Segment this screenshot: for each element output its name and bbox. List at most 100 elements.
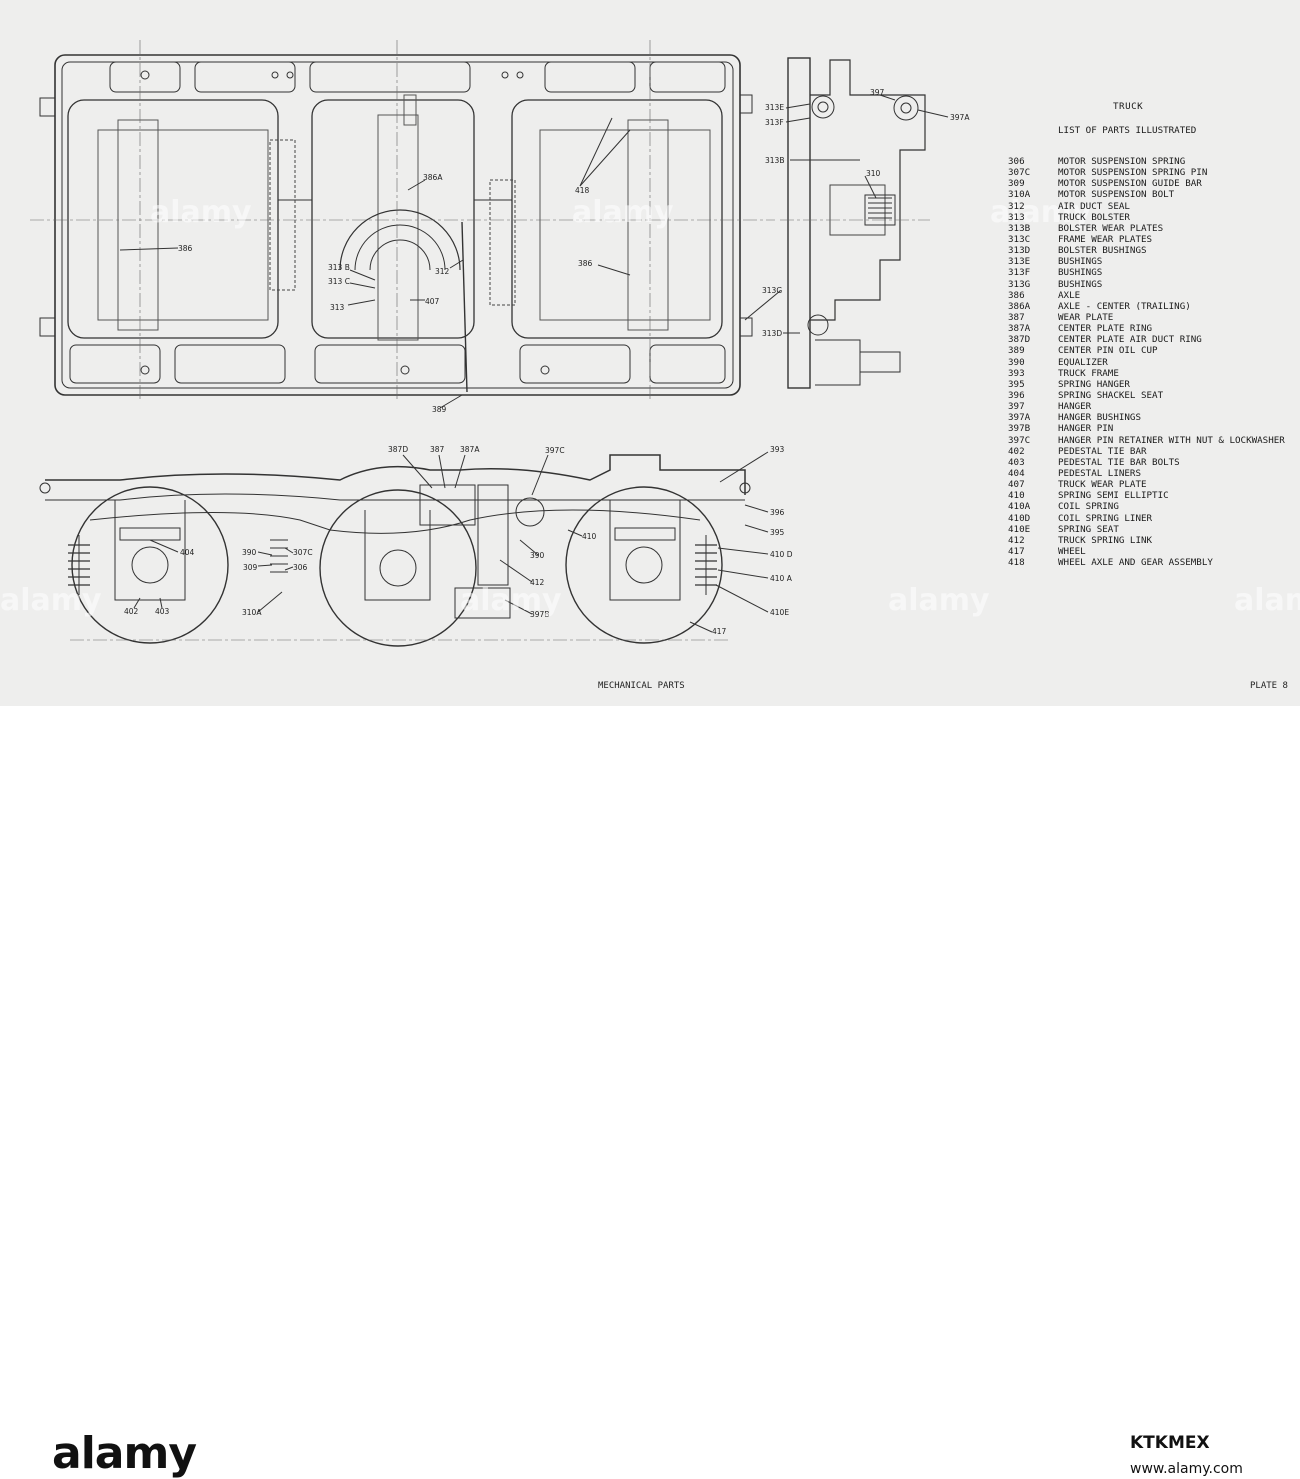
callout-side-390-left: 390	[242, 548, 257, 557]
part-name: COIL SPRING LINER	[1058, 512, 1153, 524]
callout-plan-407: 407	[425, 297, 440, 306]
part-number: 307C	[1008, 167, 1031, 179]
callout-side-395: 395	[770, 528, 785, 537]
part-name: TRUCK WEAR PLATE	[1058, 479, 1147, 491]
part-name: SPRING SHACKEL SEAT	[1058, 389, 1164, 401]
watermark-text: alamy	[888, 583, 990, 618]
callout-side-397b: 397B	[530, 610, 549, 619]
part-name: TRUCK SPRING LINK	[1058, 534, 1153, 546]
callout-plan-418: 418	[575, 186, 590, 195]
callout-end-397a: 397A	[950, 113, 970, 122]
callout-plan-386-right: 386	[578, 259, 593, 268]
part-name: SPRING SEAT	[1058, 523, 1119, 535]
callout-side-387d: 387D	[388, 445, 408, 454]
image-id: KTKMEX	[1130, 1433, 1210, 1453]
part-name: CENTER PIN OIL CUP	[1058, 345, 1158, 357]
callout-end-313f: 313F	[765, 118, 784, 127]
part-name: TRUCK FRAME	[1058, 367, 1119, 379]
callout-end-313e: 313E	[765, 103, 784, 112]
part-number: 386	[1008, 289, 1025, 301]
part-name: AIR DUCT SEAL	[1058, 200, 1130, 212]
part-number: 418	[1008, 557, 1025, 569]
watermark-text: alamy	[1234, 583, 1300, 618]
callout-side-410d: 410 D	[770, 550, 793, 559]
part-number: 313F	[1008, 267, 1031, 279]
parts-list-subtitle: LIST OF PARTS ILLUSTRATED	[1058, 125, 1197, 136]
part-number: 407	[1008, 479, 1025, 491]
callout-side-307c: 307C	[293, 548, 313, 557]
callout-side-387a: 387A	[460, 445, 480, 454]
plan-view	[30, 40, 775, 409]
watermarks: alamy alamy alamy alamy alamy alamy alam…	[0, 195, 1300, 618]
part-number: 313E	[1008, 256, 1031, 268]
part-name: BOLSTER WEAR PLATES	[1058, 222, 1164, 234]
callout-end-313g: 313G	[762, 286, 782, 295]
stock-footer: alamy KTKMEX www.alamy.com	[0, 706, 1300, 1479]
callout-side-412: 412	[530, 578, 545, 587]
parts-list-item: 389 CENTER PIN OIL CUP	[1008, 345, 1285, 356]
parts-list-item: 393 TRUCK FRAME	[1008, 368, 1285, 379]
part-number: 397B	[1008, 423, 1031, 435]
part-name: MOTOR SUSPENSION SPRING PIN	[1058, 167, 1208, 179]
part-name: AXLE	[1058, 289, 1081, 301]
part-name: FRAME WEAR PLATES	[1058, 233, 1153, 245]
part-number: 390	[1008, 356, 1025, 368]
callout-plan-389: 389	[432, 405, 447, 414]
callout-labels: 386 386A 386 418 313 B 313 C 313 312 407…	[124, 88, 970, 636]
side-view	[39, 451, 769, 647]
watermark-text: alamy	[990, 195, 1092, 230]
part-number: 313	[1008, 211, 1025, 223]
part-number: 313D	[1008, 245, 1031, 257]
callout-plan-313b: 313 B	[328, 263, 350, 272]
callout-side-402: 402	[124, 607, 139, 616]
callout-plan-312: 312	[435, 267, 450, 276]
callout-side-410a: 410 A	[770, 574, 793, 583]
parts-list-item: 307C MOTOR SUSPENSION SPRING PIN	[1008, 167, 1285, 178]
part-number: 410A	[1008, 501, 1031, 513]
part-number: 389	[1008, 345, 1025, 357]
callout-plan-313: 313	[330, 303, 345, 312]
callout-end-313b: 313B	[765, 156, 784, 165]
part-name: MOTOR SUSPENSION BOLT	[1058, 189, 1175, 201]
part-number: 393	[1008, 367, 1025, 379]
plate-number: PLATE 8	[1250, 681, 1288, 691]
part-name: SPRING HANGER	[1058, 378, 1130, 390]
part-number: 313G	[1008, 278, 1031, 290]
part-name: SPRING SEMI ELLIPTIC	[1058, 490, 1169, 502]
part-number: 387A	[1008, 323, 1031, 335]
part-name: CENTER PLATE AIR DUCT RING	[1058, 334, 1202, 346]
parts-list-item: 313C FRAME WEAR PLATES	[1008, 234, 1285, 245]
technical-drawing: 386 386A 386 418 313 B 313 C 313 312 407…	[0, 40, 1300, 647]
parts-list-item: 397B HANGER PIN	[1008, 423, 1285, 434]
callout-side-404: 404	[180, 548, 195, 557]
part-name: MOTOR SUSPENSION GUIDE BAR	[1058, 178, 1202, 190]
part-name: BOLSTER BUSHINGS	[1058, 245, 1147, 257]
watermark-text: alamy	[572, 195, 674, 230]
parts-list-item: 386 AXLE	[1008, 290, 1285, 301]
part-number: 306	[1008, 156, 1025, 167]
part-number: 404	[1008, 467, 1025, 479]
part-name: HANGER PIN	[1058, 423, 1114, 435]
callout-side-397c: 397C	[545, 446, 565, 455]
part-number: 313C	[1008, 233, 1031, 245]
parts-list-item: 313D BOLSTER BUSHINGS	[1008, 245, 1285, 256]
callout-side-396: 396	[770, 508, 785, 517]
